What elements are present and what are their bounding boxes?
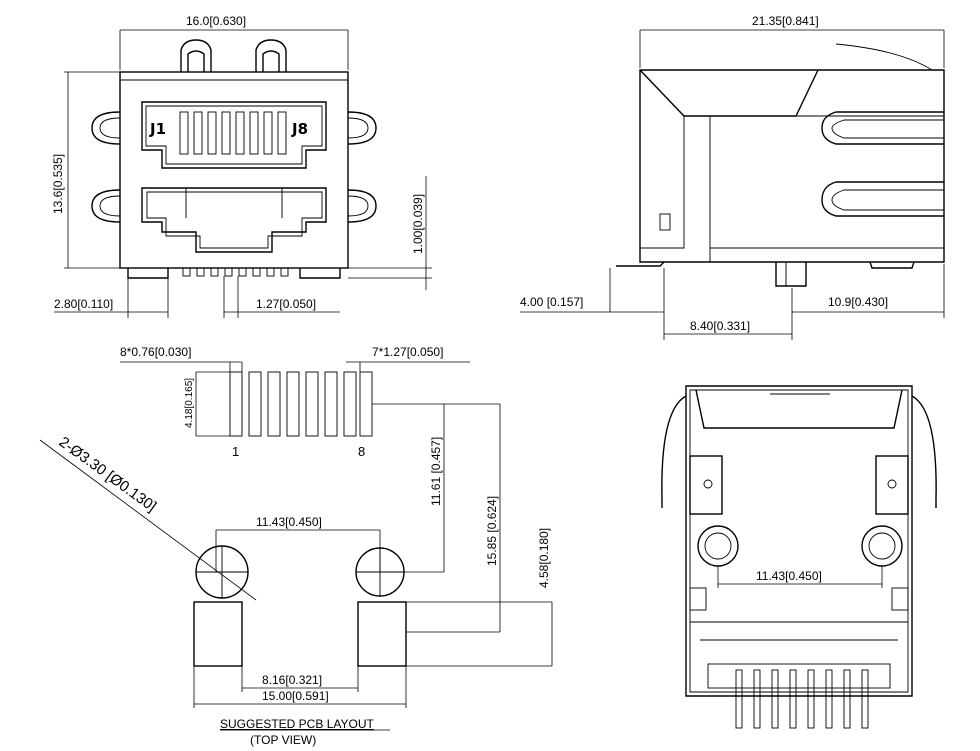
- pad-first-label: 1: [232, 444, 239, 459]
- length-dim: 21.35[0.841]: [752, 14, 819, 28]
- tail-dim: 4.00 [0.157]: [520, 295, 583, 309]
- row-total-dim: 15.85 [0.624]: [485, 496, 499, 566]
- height-dim: 13.6[0.535]: [51, 154, 65, 214]
- pad-length-dim: 4.18[0.165]: [184, 378, 195, 428]
- edge-dim: 2.80[0.110]: [54, 297, 113, 311]
- pcb-pads: [229, 371, 373, 437]
- hole-dim: 2-Ø3.30 [Ø0.130]: [56, 433, 160, 515]
- standoff-dim: 1.00[0.039]: [411, 194, 425, 254]
- contact-blades: [179, 111, 287, 155]
- shield-dim: 4.58[0.180]: [537, 528, 551, 588]
- side-view: 21.35[0.841] 4.00 [0.157] 10.9[0.430] 8.…: [520, 14, 945, 340]
- pitch-dim: 1.27[0.050]: [256, 297, 316, 311]
- pin1-label: J1: [149, 120, 166, 138]
- pad-width-dim: 8*0.76[0.030]: [120, 345, 191, 359]
- front-view: J1 J8 16.0[0.630] 13.6[0.535] 1.00[0.039…: [51, 14, 432, 318]
- pin8-label: J8: [291, 120, 308, 138]
- bottom-view: 11.43[0.450]: [661, 385, 937, 729]
- offset-dim: 8.40[0.331]: [690, 319, 750, 333]
- pcb-layout: 8*0.76[0.030] 7*1.27[0.050] 4.18[0.165] …: [39, 345, 553, 747]
- post-spacing-dim: 11.43[0.450]: [756, 569, 822, 583]
- hole-spacing-dim: 11.43[0.450]: [256, 515, 322, 529]
- row-offset-dim: 11.61 [0.457]: [429, 437, 443, 506]
- pad-pitch-dim: 7*1.27[0.050]: [372, 345, 443, 359]
- shield-outer-dim: 15.00[0.591]: [262, 689, 329, 703]
- bottom-pins: [735, 669, 869, 729]
- layout-caption: SUGGESTED PCB LAYOUT: [220, 717, 374, 731]
- layout-subcaption: (TOP VIEW): [250, 733, 316, 747]
- width-dim: 16.0[0.630]: [186, 14, 246, 28]
- post-dim: 10.9[0.430]: [828, 295, 888, 309]
- shield-inner-dim: 8.16[0.321]: [262, 673, 322, 687]
- pad-last-label: 8: [358, 444, 365, 459]
